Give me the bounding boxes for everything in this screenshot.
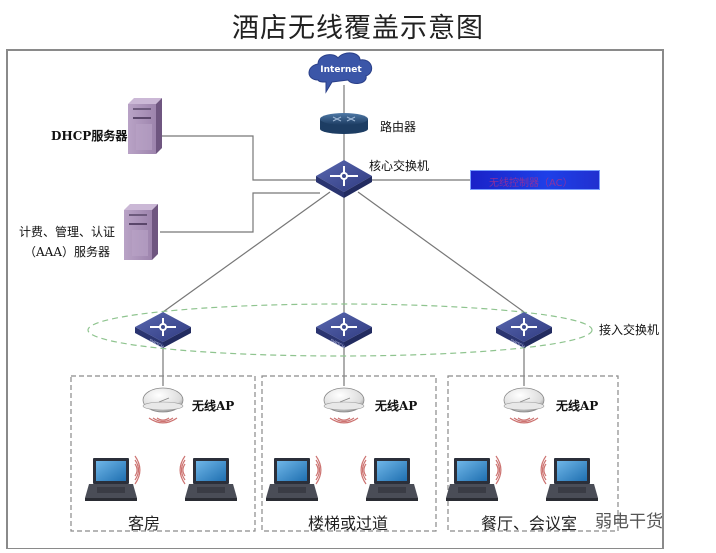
laptop-signal-icon xyxy=(134,455,141,485)
router-icon xyxy=(320,113,368,134)
switch-device-text: SWITCH xyxy=(149,337,165,349)
zone-box-restaurant xyxy=(447,375,619,532)
internet-cloud-icon xyxy=(308,52,373,94)
router-label: 路由器 xyxy=(380,120,417,134)
laptop-icon xyxy=(85,458,137,501)
ac-controller-box: 无线控制器（AC） xyxy=(470,170,600,190)
zones-graphics xyxy=(85,387,598,501)
link-core-access1 xyxy=(162,191,331,313)
laptop-icon xyxy=(546,458,598,501)
zone-3-devices xyxy=(446,387,598,501)
access-switch-2-icon: SWITCH xyxy=(316,312,372,349)
laptop-signal-icon xyxy=(179,455,186,485)
ap-label-1: 无线AP xyxy=(192,399,235,413)
switch-device-text: SWITCH xyxy=(330,337,346,349)
zone-box-corridor xyxy=(261,375,437,532)
aaa-server-icon xyxy=(124,204,158,260)
ap-signal-icon xyxy=(148,417,178,424)
laptop-signal-icon xyxy=(315,455,322,485)
core-switch-icon xyxy=(316,160,372,198)
ap-label-3: 无线AP xyxy=(556,399,599,413)
ap-signal-icon xyxy=(509,417,539,424)
laptop-icon xyxy=(266,458,318,501)
zone-2-devices xyxy=(266,387,418,501)
aaa-server-label-line2: （AAA）服务器 xyxy=(24,245,110,259)
wireless-ap-icon xyxy=(323,387,365,413)
laptop-icon xyxy=(185,458,237,501)
dhcp-server-label: DHCP服务器 xyxy=(51,129,128,143)
access-switch-3-icon: SWITCH xyxy=(496,312,552,349)
access-switch-label: 接入交换机 xyxy=(599,323,660,337)
laptop-signal-icon xyxy=(360,455,367,485)
ap-signal-icon xyxy=(329,417,359,424)
ap-label-2: 无线AP xyxy=(375,399,418,413)
link-dhcp-core xyxy=(162,135,320,181)
aaa-server-label-line1: 计费、管理、认证 xyxy=(19,225,116,239)
zone-label-corridor: 楼梯或过道 xyxy=(308,514,389,533)
connection-lines xyxy=(160,85,525,386)
laptop-signal-icon xyxy=(540,455,547,485)
page-title: 酒店无线覆盖示意图 xyxy=(232,13,484,44)
link-aaa-core xyxy=(160,192,320,233)
access-switch-1-icon: SWITCH xyxy=(135,312,191,349)
access-layer-ellipse xyxy=(87,303,593,357)
laptop-icon xyxy=(366,458,418,501)
laptop-signal-icon xyxy=(495,455,502,485)
zone-label-guestroom: 客房 xyxy=(128,514,161,533)
wireless-ap-icon xyxy=(503,387,545,413)
switch-device-text: SWITCH xyxy=(510,337,526,349)
zone-1-devices xyxy=(85,387,237,501)
dhcp-server-icon xyxy=(128,98,162,154)
watermark-text: 弱电干货 xyxy=(595,512,663,532)
zone-label-restaurant: 餐厅、会议室 xyxy=(481,514,578,533)
core-switch-label: 核心交换机 xyxy=(369,159,430,173)
zone-box-guestroom xyxy=(70,375,256,532)
laptop-icon xyxy=(446,458,498,501)
ac-controller-label: 无线控制器（AC） xyxy=(489,178,573,189)
link-core-access3 xyxy=(357,191,525,313)
wireless-ap-icon xyxy=(142,387,184,413)
internet-label: Internet xyxy=(320,65,362,75)
